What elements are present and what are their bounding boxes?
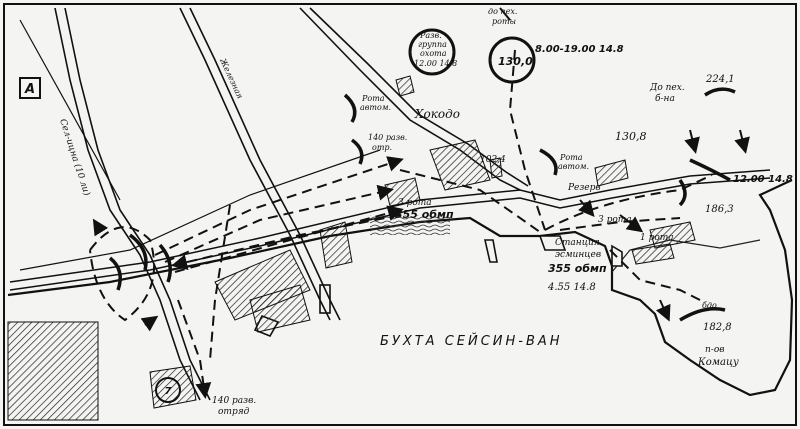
- recon-140-line-2: отр.: [372, 143, 392, 152]
- station-label-1: Станция: [555, 238, 600, 248]
- peninsula-line-1: п-ов: [705, 345, 725, 355]
- right-note-line-1: До пех.: [649, 83, 685, 93]
- bay-label: БУХТА СЕЙСИН-ВАН: [380, 333, 563, 349]
- north-road: [299, 7, 521, 191]
- marker-7: 7: [165, 386, 172, 397]
- time-455: 4.55 14.8: [547, 282, 596, 293]
- battalion-355-lower: 355 обмп: [548, 262, 607, 275]
- height-1308: 130,8: [615, 130, 647, 143]
- built-up-areas: [7, 75, 696, 421]
- road-nw: [19, 19, 121, 201]
- peninsula-line-2: Комацу: [697, 357, 739, 368]
- road-label: Сел-ицна (10 ли): [57, 118, 92, 198]
- recon-group-line-1: Разв.: [419, 31, 442, 40]
- height-1024: 102,4: [480, 155, 506, 165]
- marker-7-circle: [155, 377, 181, 403]
- town-label: Хокодо: [414, 107, 460, 121]
- company-bat-top-1: Рота: [361, 94, 385, 103]
- company-bat-mid-1: Рота: [559, 153, 583, 162]
- height-1300: 130,0: [498, 55, 533, 68]
- railway: [189, 7, 341, 321]
- recon-group-line-4: 12.00 14.8: [414, 59, 457, 68]
- road-mid: [19, 149, 381, 271]
- left-road: [54, 7, 201, 401]
- movement-routes: [89, 49, 713, 399]
- recon-group-circle: [408, 28, 456, 76]
- left-road-edge: [64, 7, 211, 401]
- rota-3-label: 3 рота: [398, 198, 432, 208]
- time-800-1900: 8.00-19.00 14.8: [535, 44, 624, 55]
- north-road-edge: [309, 7, 529, 187]
- recon-140-bottom-2: отряд: [218, 407, 250, 417]
- height-1863: 186,3: [705, 204, 734, 215]
- direction-arrows: [92, 7, 750, 332]
- height-1828: 182,8: [703, 322, 732, 333]
- battalion-355-center: 355 обмп: [395, 208, 454, 221]
- unit-arcs: [108, 87, 736, 322]
- top-note-line-2: роты: [492, 17, 516, 26]
- top-note-line-1: до пех.: [488, 7, 517, 16]
- company-bat-top-2: автом.: [360, 103, 391, 112]
- company-bat-mid-2: автом.: [558, 162, 589, 171]
- right-note-line-2: б-на: [655, 93, 675, 104]
- recon-140-bottom-1: 140 разв.: [212, 396, 256, 406]
- height-2241: 224,1: [705, 74, 735, 85]
- panel-letter-box: [19, 77, 41, 99]
- rota-1-label: 1 рота: [640, 233, 674, 243]
- map-frame: [3, 3, 797, 426]
- height-130-circle: [488, 36, 536, 84]
- railway-label: Железная: [218, 56, 245, 100]
- recon-group-line-3: охота: [420, 49, 447, 58]
- station-label-2: эсминцев: [555, 250, 601, 260]
- rota-3b-label: 3 рота: [598, 215, 632, 225]
- recon-140-line-1: 140 разв.: [368, 133, 407, 142]
- railway-edge: [179, 7, 331, 321]
- bdo-label: бдо: [702, 301, 717, 310]
- recon-group-line-2: группа: [418, 40, 447, 49]
- panel-letter: А: [24, 82, 35, 97]
- reserve-label: Резерв: [567, 183, 601, 193]
- time-1200: 12.00 14.8: [733, 174, 793, 185]
